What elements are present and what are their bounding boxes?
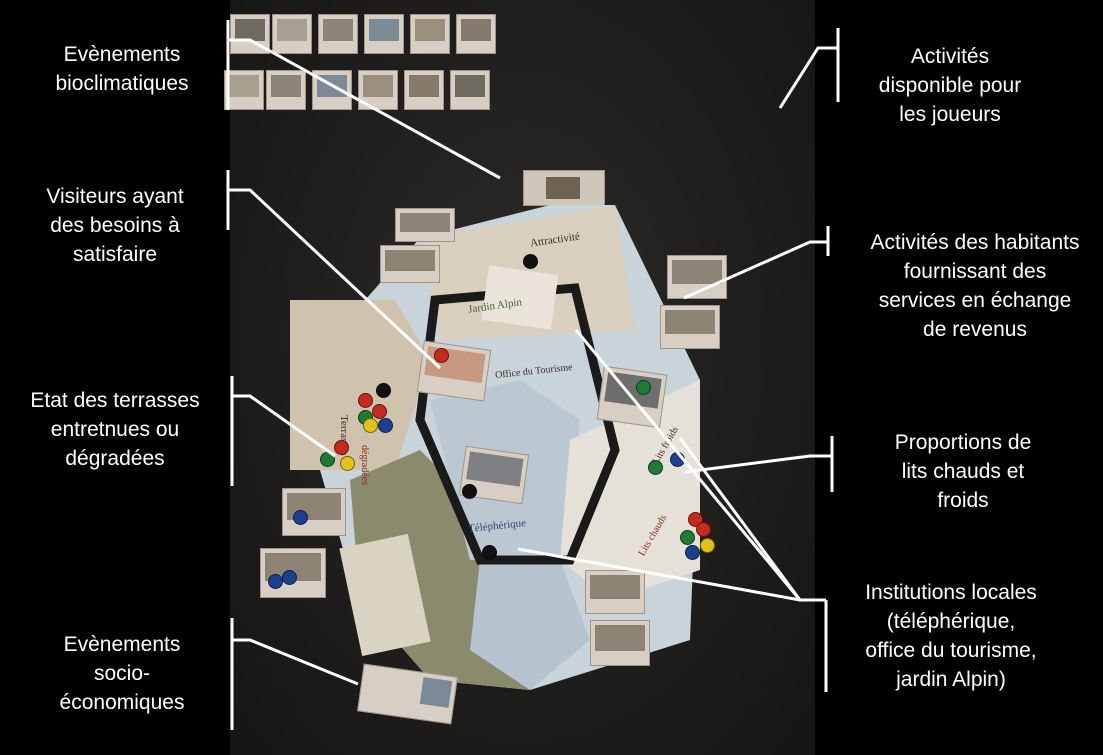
pawn-black[interactable] [523, 254, 538, 269]
callout-line: les joueurs [899, 103, 1001, 126]
pawn-blue[interactable] [282, 570, 297, 585]
activity-card-picture [415, 19, 445, 42]
callout-line: (téléphérique, [886, 610, 1016, 633]
activity-card-picture [323, 19, 353, 42]
activity-card-picture [461, 19, 491, 42]
callout-activites-habitants: Activités des habitants fournissant des … [852, 228, 1098, 344]
callout-line: Institutions locales [865, 581, 1037, 604]
pawn-black[interactable] [462, 484, 477, 499]
callout-line: disponible pour [878, 74, 1022, 97]
activity-card-picture [369, 19, 399, 42]
pawn-red[interactable] [372, 404, 387, 419]
pawn-blue[interactable] [378, 418, 393, 433]
activity-card[interactable] [450, 70, 490, 110]
callout-institutions: Institutions locales (téléphérique, offi… [836, 578, 1066, 694]
callout-line: Etat des terrasses [30, 389, 200, 412]
pawn-yellow[interactable] [340, 456, 355, 471]
resident-activity-card[interactable] [585, 570, 645, 614]
callout-line: socio- [93, 662, 151, 685]
pawn-red[interactable] [358, 393, 373, 408]
activity-card-picture [277, 19, 307, 42]
callout-line: fournissant des [903, 260, 1047, 283]
game-board-photo: Attractivité Jardin Alpin Office du Tour… [224, 0, 815, 755]
activity-card[interactable] [410, 14, 450, 54]
callout-terrasses: Etat des terrasses entretnues ou dégradé… [5, 386, 225, 473]
pawn-blue[interactable] [685, 545, 700, 560]
callout-activites-joueurs: Activités disponible pour les joueurs [845, 42, 1055, 129]
left-annotation-panel [0, 0, 230, 755]
pawn-green[interactable] [648, 460, 663, 475]
activity-card-picture [409, 75, 439, 98]
pawn-black[interactable] [482, 545, 497, 560]
callout-line: de revenus [923, 318, 1027, 341]
callout-visiteurs: Visiteurs ayant des besoins à satisfaire [10, 182, 220, 269]
visitor-card[interactable] [395, 208, 455, 242]
pawn-green[interactable] [636, 380, 651, 395]
visitor-card[interactable] [380, 245, 440, 283]
activity-card[interactable] [364, 14, 404, 54]
activity-card[interactable] [318, 14, 358, 54]
callout-evenements-bioclimatiques: Evènements bioclimatiques [22, 40, 222, 98]
callout-line: jardin Alpin) [896, 668, 1006, 691]
callout-line: des besoins à [50, 214, 180, 237]
callout-line: lits chauds et [901, 460, 1025, 483]
callout-line: Evènements [63, 633, 181, 656]
activity-card-picture [229, 75, 259, 98]
callout-line: Activités [910, 45, 990, 68]
pawn-yellow[interactable] [700, 538, 715, 553]
activity-card-picture [271, 75, 301, 98]
callout-line: bioclimatiques [55, 72, 189, 95]
callout-line: services en échange [878, 289, 1072, 312]
resident-activity-card[interactable] [667, 255, 727, 299]
callout-line: Evènements [63, 43, 181, 66]
pawn-red[interactable] [334, 440, 349, 455]
callout-lits: Proportions de lits chauds et froids [878, 428, 1048, 515]
pawn-blue[interactable] [293, 510, 308, 525]
callout-line: Activités des habitants [870, 231, 1080, 254]
callout-line: froids [937, 489, 989, 512]
callout-line: entretnues ou [50, 418, 180, 441]
callout-line: office du tourisme, [865, 639, 1037, 662]
callout-line: économiques [59, 691, 185, 714]
pawn-red[interactable] [434, 348, 449, 363]
activity-card[interactable] [404, 70, 444, 110]
activity-card[interactable] [224, 70, 264, 110]
callout-line: dégradées [65, 447, 165, 470]
pawn-red[interactable] [696, 522, 711, 537]
activity-card[interactable] [456, 14, 496, 54]
resident-activity-card[interactable] [590, 620, 650, 666]
pawn-yellow[interactable] [363, 418, 378, 433]
callout-evenements-socio: Evènements socio- économiques [22, 630, 222, 717]
resident-activity-card[interactable] [660, 305, 720, 349]
activity-card[interactable] [266, 70, 306, 110]
pawn-green[interactable] [680, 530, 695, 545]
right-annotation-panel [815, 0, 1103, 755]
callout-line: Proportions de [894, 431, 1032, 454]
activity-card-picture [363, 75, 393, 98]
activity-card-picture [235, 19, 265, 42]
activity-card-picture [455, 75, 485, 98]
pawn-black[interactable] [376, 383, 391, 398]
activity-card[interactable] [272, 14, 312, 54]
callout-line: Visiteurs ayant [46, 185, 184, 208]
callout-line: satisfaire [72, 243, 158, 266]
bioclimatic-event-card[interactable] [523, 170, 605, 206]
